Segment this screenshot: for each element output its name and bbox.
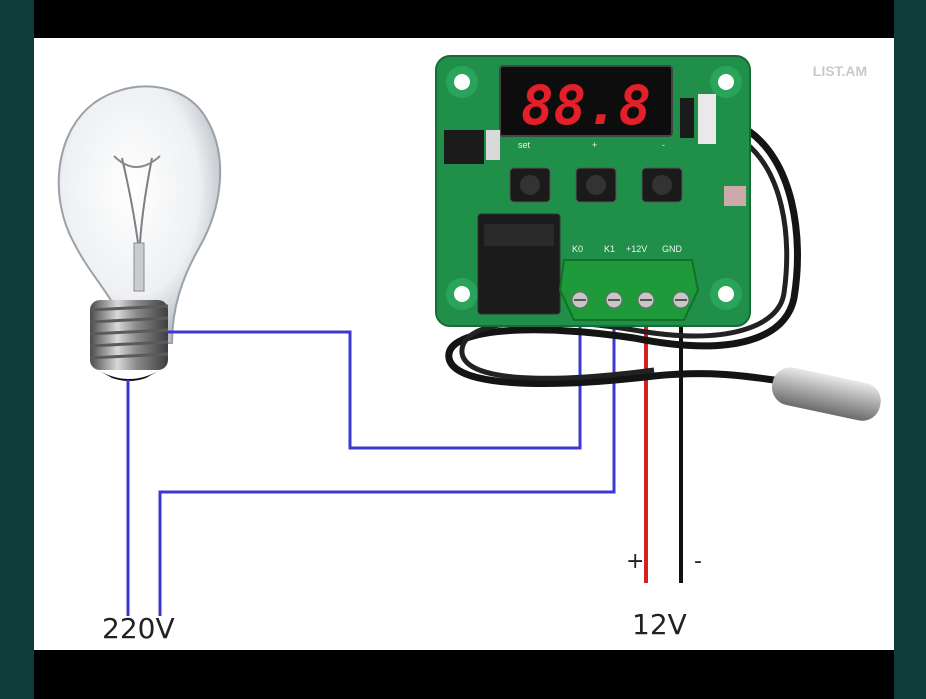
terminal-label-gnd: GND [662,244,683,254]
wiring-diagram: 88.8 set + - K0 K1 +12V GND [34,38,894,650]
diagram-canvas: 88.8 set + - K0 K1 +12V GND [57,55,881,645]
left-frame-bar [0,0,34,699]
probe-tip [771,367,881,421]
light-bulb [57,85,222,381]
led-display [499,65,673,137]
mains-wires [126,311,616,616]
terminal-block [558,259,700,321]
mains-wire-right [158,311,616,616]
dc-voltage-label: 12V [632,608,687,641]
mains-voltage-label: 220V [102,612,175,645]
terminal-screws [571,291,690,309]
set-button[interactable] [509,167,551,203]
watermark: LIST.AM [813,63,867,79]
display-readout: 88.8 [521,74,651,137]
terminal-label-k1: K1 [604,244,615,254]
set-button-label: set [518,140,531,150]
lamp-wire [168,311,582,450]
plus-button[interactable] [575,167,617,203]
terminal-label-k0: K0 [572,244,583,254]
dc-wires [644,311,683,583]
dc-minus-label: - [694,549,702,574]
minus-button-label: - [662,140,665,150]
probe-cable [445,125,881,421]
thermostat-board: 88.8 set + - K0 K1 +12V GND [435,55,751,327]
terminal-label-12v: +12V [626,244,647,254]
minus-button[interactable] [641,167,683,203]
dc-plus-label: + [626,549,644,574]
right-frame-bar [894,0,926,699]
plus-button-label: + [592,140,597,150]
